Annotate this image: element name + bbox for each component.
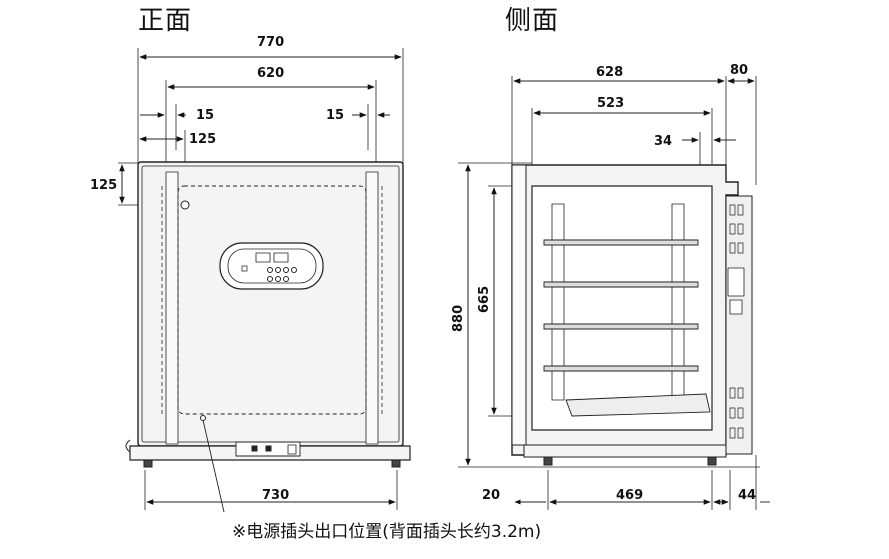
dim-front-125-side: 125 [90,178,117,193]
dim-side-20: 20 [482,488,500,503]
dim-front-770: 770 [257,35,284,50]
dim-front-15-right: 15 [326,108,344,123]
dim-side-469: 469 [616,488,643,503]
dim-side-880: 880 [451,305,466,332]
dim-front-730: 730 [262,488,289,503]
front-view-title: 正面 [138,6,193,36]
side-dimension-labels: 628 80 523 34 880 665 20 469 44 [451,63,756,503]
front-dimension-labels: 770 620 15 15 125 125 730 [90,35,344,503]
side-view [458,76,770,510]
dim-front-15-left: 15 [196,108,214,123]
dim-side-80: 80 [730,63,748,78]
dim-side-523: 523 [597,96,624,111]
dim-front-620: 620 [257,66,284,81]
side-view-title: 侧面 [505,6,560,36]
dim-side-34: 34 [654,134,672,149]
power-plug-note: ※电源插头出口位置(背面插头长约3.2m) [232,522,542,542]
dim-side-665: 665 [477,286,492,313]
dim-front-125-top: 125 [189,132,216,147]
dim-side-44: 44 [738,488,756,503]
dim-side-628: 628 [596,65,623,80]
front-view [118,48,410,512]
